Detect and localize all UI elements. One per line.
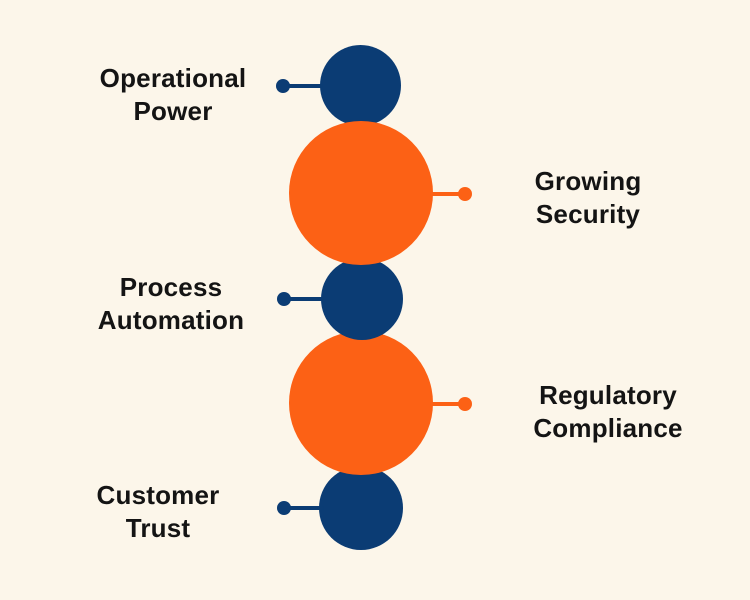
connector-line-regulatory-compliance (426, 402, 465, 406)
label-regulatory-compliance: Regulatory Compliance (498, 379, 718, 445)
circle-regulatory-compliance (289, 331, 433, 475)
connector-line-process-automation (284, 297, 324, 301)
connector-line-operational-power (283, 84, 323, 88)
label-line-2: Compliance (533, 413, 683, 443)
connector-dot-regulatory-compliance (458, 397, 472, 411)
connector-line-customer-trust (284, 506, 324, 510)
label-growing-security: Growing Security (478, 165, 698, 231)
circle-operational-power (320, 45, 401, 126)
circle-process-automation (321, 258, 403, 340)
circle-customer-trust (319, 466, 403, 550)
circle-growing-security (289, 121, 433, 265)
connector-dot-growing-security (458, 187, 472, 201)
label-process-automation: Process Automation (61, 271, 281, 337)
label-line-1: Operational (99, 63, 247, 93)
connector-line-growing-security (426, 192, 465, 196)
label-line-2: Security (535, 199, 641, 229)
label-line-2: Power (133, 96, 213, 126)
label-operational-power: Operational Power (63, 62, 283, 128)
label-line-1: Regulatory (539, 380, 677, 410)
label-line-2: Trust (125, 513, 191, 543)
connector-dot-process-automation (277, 292, 291, 306)
label-customer-trust: Customer Trust (48, 479, 268, 545)
connector-dot-operational-power (276, 79, 290, 93)
label-line-1: Growing (534, 166, 642, 196)
label-line-1: Customer (96, 480, 220, 510)
label-line-2: Automation (97, 305, 245, 335)
connector-dot-customer-trust (277, 501, 291, 515)
label-line-1: Process (119, 272, 223, 302)
